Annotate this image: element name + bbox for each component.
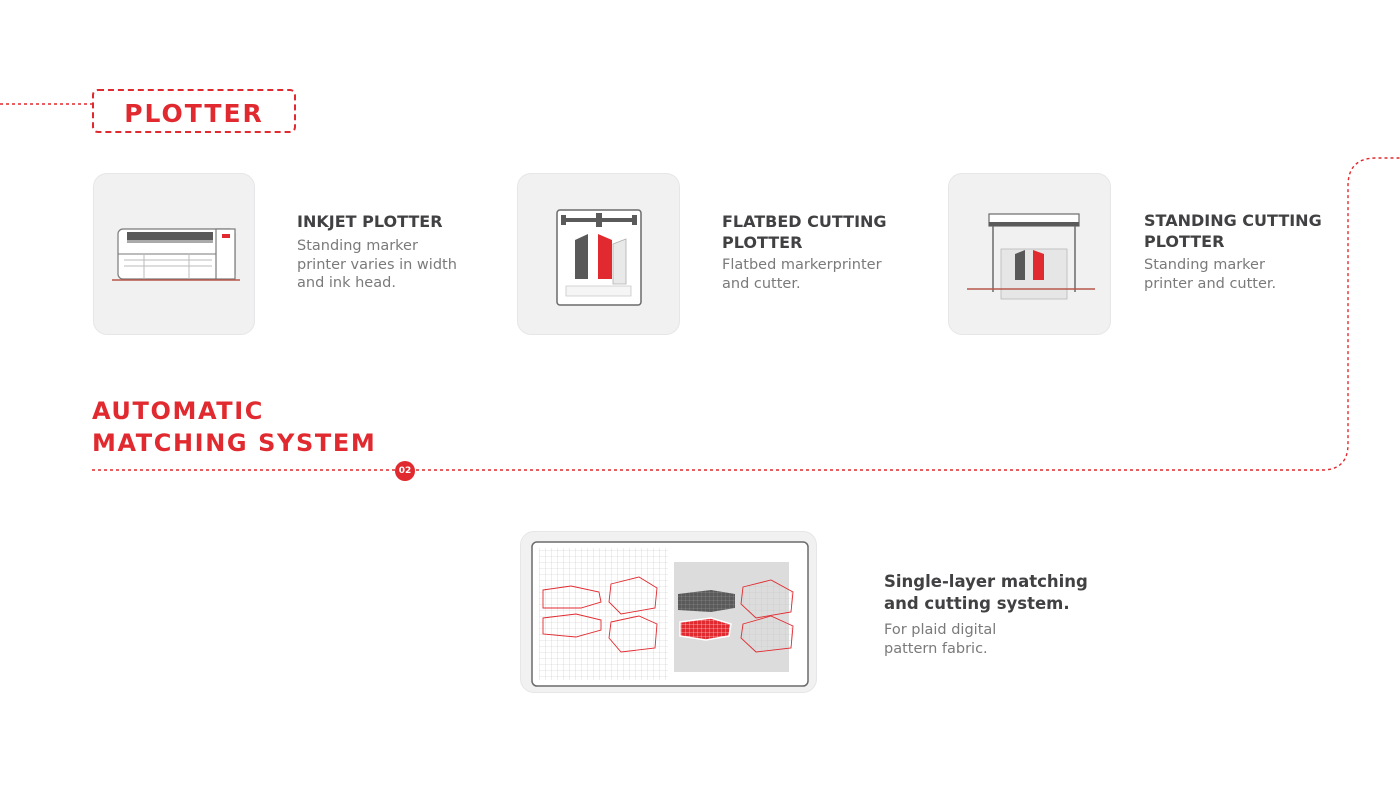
section-title: PLOTTER: [124, 99, 264, 128]
item-desc-flatbed-cutting-plotter: Flatbed markerprinter and cutter.: [722, 257, 882, 292]
inkjet-plotter-icon: [112, 228, 240, 281]
matching-system-card: [520, 531, 817, 693]
automatic-matching-title: AUTOMATIC MATCHING SYSTEM: [92, 397, 377, 457]
section-badge-plotter: PLOTTER: [92, 89, 296, 133]
item-title-flatbed-cutting-plotter: FLATBED CUTTING PLOTTER: [722, 212, 887, 252]
matching-system-desc: For plaid digital pattern fabric.: [884, 622, 997, 657]
standing-cutting-plotter-icon: [967, 213, 1095, 300]
item-desc-inkjet-plotter: Standing marker printer varies in width …: [297, 238, 457, 291]
item-title-inkjet-plotter: INKJET PLOTTER: [297, 212, 443, 231]
flatbed-cutting-plotter-card: [517, 173, 680, 335]
flatbed-cutting-plotter-icon: [556, 209, 642, 306]
step-number-badge: 02: [395, 461, 415, 481]
item-title-standing-cutting-plotter: STANDING CUTTING PLOTTER: [1144, 211, 1322, 251]
item-desc-standing-cutting-plotter: Standing marker printer and cutter.: [1144, 257, 1277, 292]
matching-system-icon: [531, 541, 809, 687]
standing-cutting-plotter-card: [948, 173, 1111, 335]
matching-system-title: Single-layer matching and cutting system…: [884, 572, 1088, 613]
inkjet-plotter-card: [93, 173, 255, 335]
